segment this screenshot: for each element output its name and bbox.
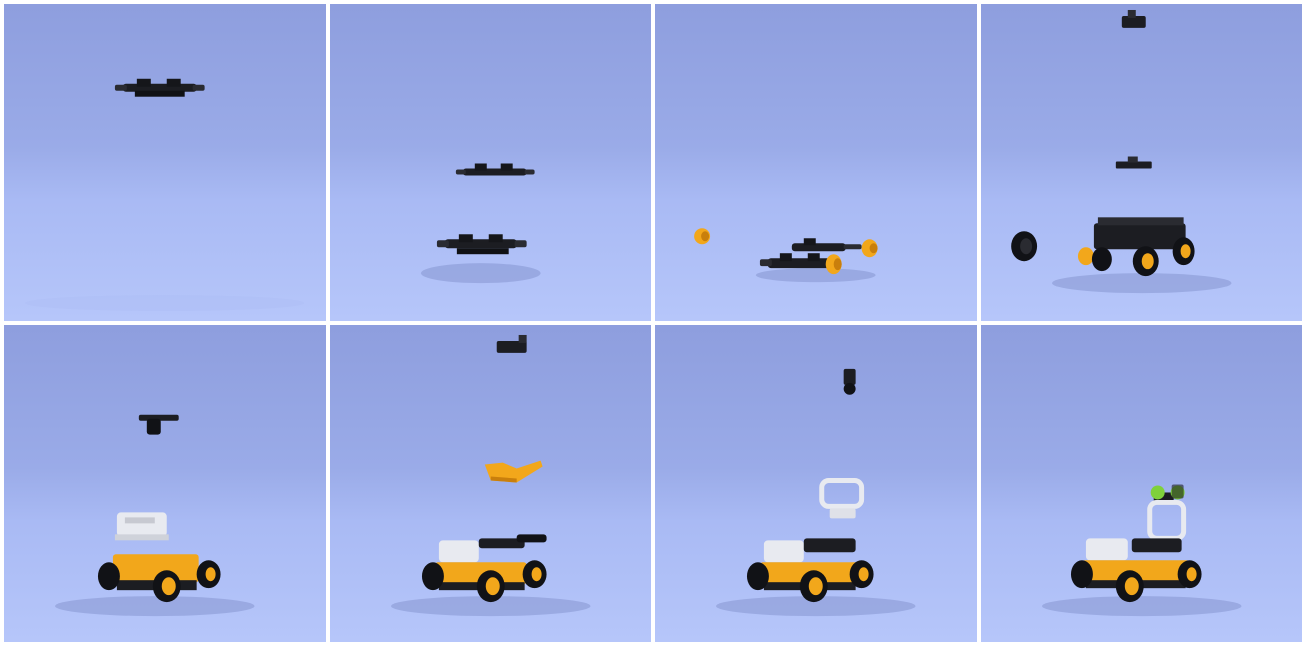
step-3-panel [655,4,977,321]
green-headlights [1150,484,1184,500]
white-engine-block [115,512,169,540]
step-2-render [330,4,652,321]
chassis-base [1077,217,1194,276]
small-black-bracket-top [496,335,526,353]
step-6-render [330,325,652,642]
step-1-render [4,4,326,321]
black-light-bracket-floating [844,369,856,395]
white-roll-bar-floating [822,481,862,519]
step-3-render [655,4,977,321]
black-axle-piece-rear [792,238,862,251]
black-axle-piece-upper [455,163,534,175]
black-axle-piece-front [760,253,832,268]
step-2-panel [330,4,652,321]
black-seat-piece-floating [139,415,179,435]
orange-fender-floating [484,461,542,483]
step-8-panel [981,325,1303,642]
step-4-panel [981,4,1303,321]
black-axle-piece-lower [436,234,526,254]
step-4-render [981,4,1303,321]
white-roll-bar [1149,502,1183,538]
vehicle-body-orange [98,554,221,602]
step-1-panel [4,4,326,321]
step-7-panel [655,325,977,642]
vehicle-assembly [747,538,874,602]
step-8-render [981,325,1303,642]
step-7-render [655,325,977,642]
step-5-render [4,325,326,642]
step-5-panel [4,325,326,642]
black-plate-floating [1115,157,1151,169]
loose-black-tire [1011,231,1037,261]
step-6-panel [330,325,652,642]
completed-vehicle [1070,538,1201,602]
vehicle-assembly [421,534,546,602]
black-axle-piece [115,79,205,97]
orange-wheel-hub-left [694,228,710,244]
small-black-bracket-top [1121,10,1145,28]
